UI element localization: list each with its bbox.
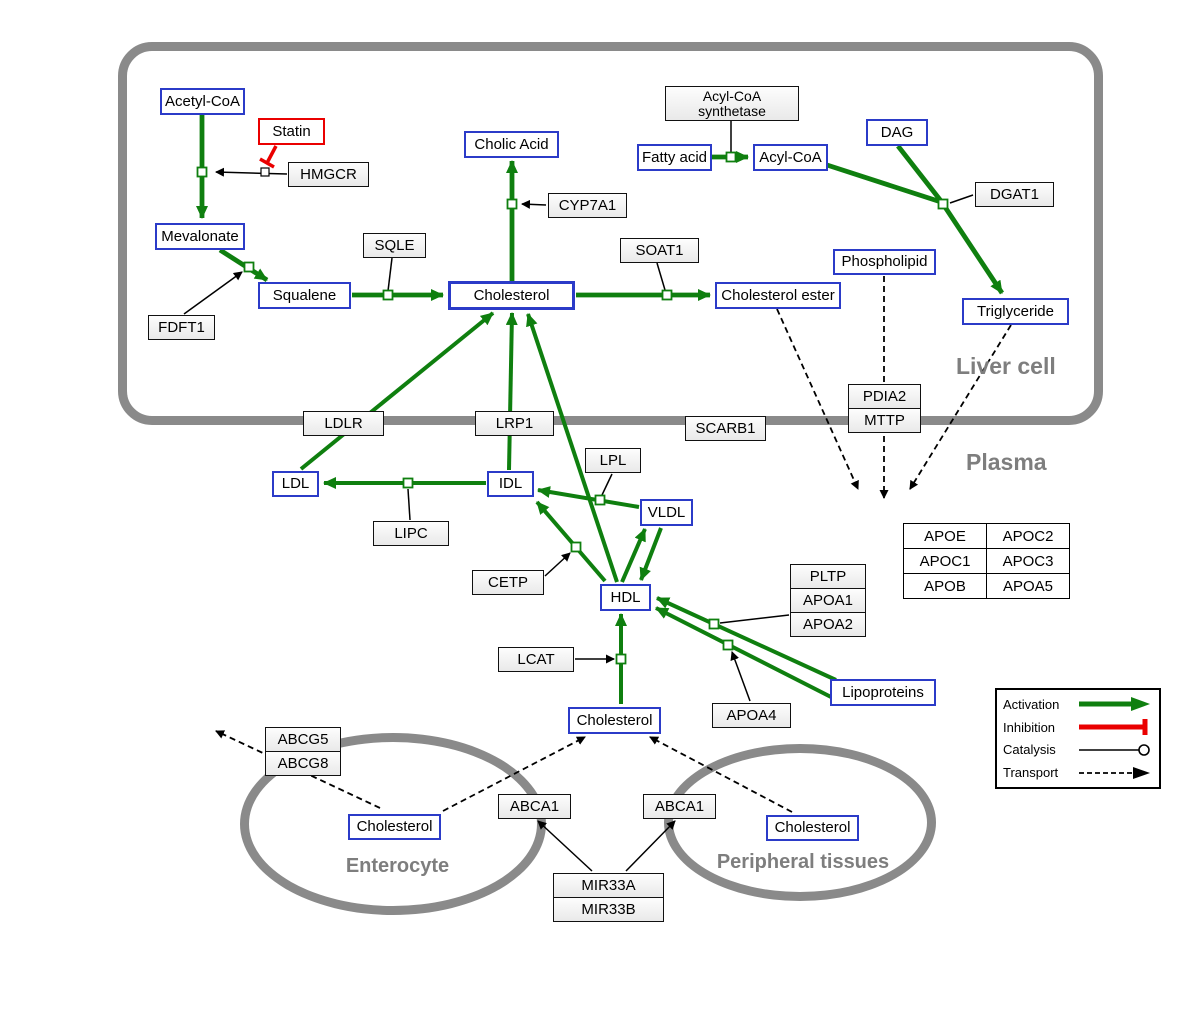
node-mir33b[interactable]: MIR33B (553, 897, 664, 922)
catalysis-circle-icon (1079, 744, 1150, 756)
node-lcat[interactable]: LCAT (498, 647, 574, 672)
acyl-coa-synthetase-line2: synthetase (698, 102, 766, 119)
node-soat1[interactable]: SOAT1 (620, 238, 699, 263)
enterocyte-label: Enterocyte (345, 855, 450, 877)
legend-row-inhibition: Inhibition (1003, 717, 1153, 738)
node-triglyceride[interactable]: Triglyceride (962, 298, 1069, 325)
liver-cell-label: Liver cell (956, 353, 1056, 379)
node-abca1-peripheral[interactable]: ABCA1 (643, 794, 716, 819)
catalysis-edges (183, 121, 974, 872)
node-lpl[interactable]: LPL (585, 448, 641, 473)
node-apoa1[interactable]: APOA1 (790, 588, 866, 613)
node-lipc[interactable]: LIPC (373, 521, 449, 546)
activation-edges (196, 115, 1005, 704)
node-mttp[interactable]: MTTP (848, 408, 921, 433)
node-apoc1[interactable]: APOC1 (904, 549, 987, 574)
node-dgat1[interactable]: DGAT1 (975, 182, 1054, 207)
node-phospholipid[interactable]: Phospholipid (833, 249, 936, 275)
liver-cell-membrane (118, 42, 1103, 425)
legend-row-transport: Transport (1003, 762, 1153, 783)
node-apoc3[interactable]: APOC3 (987, 549, 1070, 574)
node-pltp[interactable]: PLTP (790, 564, 866, 589)
acyl-coa-synthetase-line1: Acyl-CoA (702, 88, 762, 105)
apolipoprotein-table: APOE APOC2 APOC1 APOC3 APOB APOA5 (903, 523, 1070, 599)
node-cholesterol-ester[interactable]: Cholesterol ester (715, 282, 841, 309)
node-cholic-acid[interactable]: Cholic Acid (464, 131, 559, 158)
node-fdft1[interactable]: FDFT1 (148, 315, 215, 340)
plasma-label: Plasma (966, 449, 1047, 475)
legend-transport-label: Transport (1003, 765, 1059, 781)
node-idl[interactable]: IDL (487, 471, 534, 497)
node-lipoproteins[interactable]: Lipoproteins (830, 679, 936, 706)
node-mevalonate[interactable]: Mevalonate (155, 223, 245, 250)
legend-activation-label: Activation (1003, 696, 1060, 712)
peripheral-tissues-label: Peripheral tissues (716, 851, 890, 873)
inhibition-edge (259, 145, 278, 169)
activation-arrow-icon (1079, 697, 1150, 712)
node-acyl-coa-synthetase[interactable]: Acyl-CoA synthetase (665, 86, 799, 121)
node-acyl-coa[interactable]: Acyl-CoA (753, 144, 828, 171)
node-hmgcr[interactable]: HMGCR (288, 162, 369, 187)
node-sqle[interactable]: SQLE (363, 233, 426, 258)
legend-catalysis-label: Catalysis (1003, 742, 1056, 758)
node-apoa5[interactable]: APOA5 (987, 574, 1070, 599)
node-cholesterol-enterocyte[interactable]: Cholesterol (348, 814, 441, 840)
node-apoe[interactable]: APOE (904, 524, 987, 549)
node-cholesterol-liver[interactable]: Cholesterol (448, 281, 575, 310)
node-lrp1[interactable]: LRP1 (475, 411, 554, 436)
node-scarb1[interactable]: SCARB1 (685, 416, 766, 441)
node-ldlr[interactable]: LDLR (303, 411, 384, 436)
legend-row-catalysis: Catalysis (1003, 739, 1153, 760)
legend: Activation Inhibition Catalysis Transpor… (995, 688, 1161, 789)
node-squalene[interactable]: Squalene (258, 282, 351, 309)
reaction-nodes (196, 151, 949, 665)
node-abca1-enterocyte[interactable]: ABCA1 (498, 794, 571, 819)
inhibition-tbar-icon (1079, 719, 1148, 736)
legend-row-activation: Activation (1003, 694, 1153, 715)
legend-inhibition-label: Inhibition (1003, 719, 1056, 735)
node-pdia2[interactable]: PDIA2 (848, 384, 921, 409)
node-mir33a[interactable]: MIR33A (553, 873, 664, 898)
node-cholesterol-plasma[interactable]: Cholesterol (568, 707, 661, 734)
node-acetyl-coa[interactable]: Acetyl-CoA (160, 88, 245, 115)
node-apoa4[interactable]: APOA4 (712, 703, 791, 728)
node-ldl[interactable]: LDL (272, 471, 319, 497)
node-dag[interactable]: DAG (866, 119, 928, 146)
node-statin[interactable]: Statin (258, 118, 325, 145)
node-fatty-acid[interactable]: Fatty acid (637, 144, 712, 171)
node-cyp7a1[interactable]: CYP7A1 (548, 193, 627, 218)
node-abcg8[interactable]: ABCG8 (265, 751, 341, 776)
node-cetp[interactable]: CETP (472, 570, 544, 595)
node-abcg5[interactable]: ABCG5 (265, 727, 341, 752)
node-apob[interactable]: APOB (904, 574, 987, 599)
node-apoc2[interactable]: APOC2 (987, 524, 1070, 549)
node-cholesterol-peripheral[interactable]: Cholesterol (766, 815, 859, 841)
node-vldl[interactable]: VLDL (640, 499, 693, 526)
node-hdl[interactable]: HDL (600, 584, 651, 611)
transport-dashed-arrow-icon (1079, 766, 1150, 779)
node-apoa2[interactable]: APOA2 (790, 612, 866, 637)
